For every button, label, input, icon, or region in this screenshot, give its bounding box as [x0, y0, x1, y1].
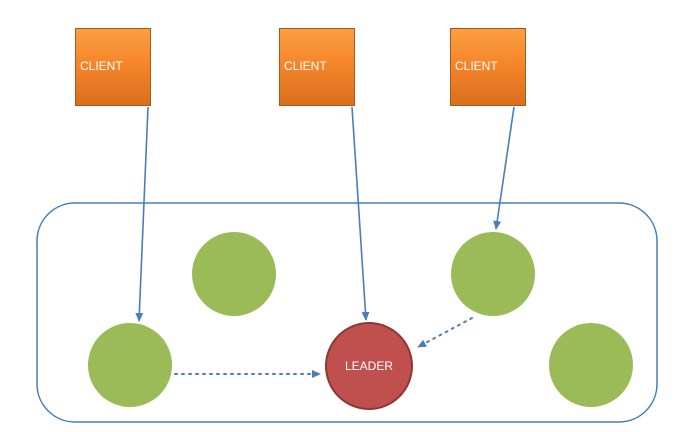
- arrow-client1-to-follower: [135, 106, 149, 322]
- follower-node-top-left[interactable]: [192, 232, 276, 316]
- arrow-client3-to-follower: [493, 106, 515, 230]
- client-label: CLIENT: [80, 59, 123, 73]
- follower-node-top-right[interactable]: [451, 232, 535, 316]
- forward-arrow-follower-to-leader-right: [417, 317, 473, 348]
- client-label: CLIENT: [455, 59, 498, 73]
- follower-node-bottom-left[interactable]: [88, 323, 172, 407]
- arrow-client2-to-leader: [351, 106, 370, 321]
- follower-node-bottom-right[interactable]: [549, 323, 633, 407]
- client-box-1[interactable]: CLIENT: [75, 28, 151, 106]
- client-box-2[interactable]: CLIENT: [279, 28, 355, 106]
- client-label: CLIENT: [284, 59, 327, 73]
- client-box-3[interactable]: CLIENT: [450, 28, 526, 106]
- leader-node[interactable]: [325, 322, 413, 410]
- cluster-container: [36, 202, 658, 423]
